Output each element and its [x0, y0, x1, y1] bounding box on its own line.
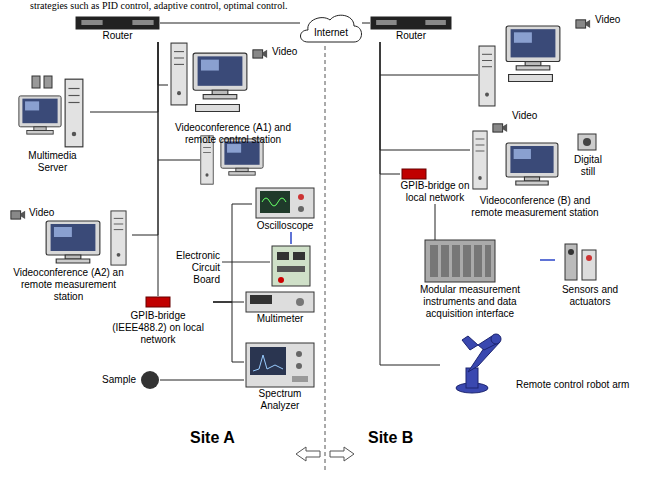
- videoconference-station: Videoconference (B) and remote measureme…: [470, 125, 600, 219]
- monitor-icon: [19, 96, 61, 134]
- node-label: Modular measurement instruments and data…: [400, 284, 540, 320]
- network-branch: [380, 75, 478, 76]
- digital-still-label: Digital still: [566, 154, 610, 178]
- modular-instruments: Modular measurement instruments and data…: [400, 240, 540, 320]
- video-camera: [493, 124, 507, 132]
- monitor-icon: [46, 221, 100, 263]
- videoconference-station: Videoconference (A2) an remote measureme…: [5, 205, 132, 303]
- pc-tower: [171, 43, 187, 105]
- video-camera: [11, 211, 25, 219]
- digital-still-camera: [578, 134, 596, 150]
- node-label: Router: [75, 30, 160, 42]
- speaker-icon: [32, 76, 40, 88]
- monitor-icon: [193, 53, 247, 99]
- video-label: Video: [272, 46, 297, 58]
- video-label: Video: [595, 14, 620, 26]
- pc-tower: [479, 46, 495, 106]
- node-label: Spectrum Analyzer: [244, 388, 316, 412]
- keyboard-icon: [509, 75, 553, 82]
- site-divider: [325, 46, 326, 472]
- multimedia-server: Multimedia Server: [15, 72, 90, 174]
- oscilloscope: Oscilloscope: [252, 188, 318, 232]
- speaker-icon: [44, 76, 52, 88]
- network-link: [435, 204, 436, 240]
- node-label: Router: [370, 30, 452, 42]
- network-link: [380, 42, 400, 174]
- sample-icon: [141, 371, 159, 389]
- pc-tower: [111, 211, 126, 265]
- node-label: Multimeter: [244, 313, 316, 325]
- network-link: [132, 42, 158, 235]
- sensors-actuators: Sensors and actuators: [555, 240, 625, 308]
- router-icon: [371, 17, 452, 30]
- gpib-bridge: GPIB-bridge (IEEE488.2) on local network: [103, 296, 213, 346]
- network-link: [362, 23, 370, 24]
- network-link: [213, 302, 244, 362]
- node-label: GPIB-bridge (IEEE488.2) on local network: [103, 310, 213, 346]
- node-label: Sample: [88, 374, 136, 386]
- keyboard-icon: [196, 105, 240, 112]
- leader-line: [222, 262, 270, 263]
- multimeter-icon: [246, 292, 314, 312]
- node-label: Electronic Circuit Board: [166, 250, 220, 286]
- video-label: Video: [512, 110, 537, 122]
- video-camera: [253, 50, 267, 58]
- robot-arm: Remote control robot arm: [440, 335, 510, 395]
- network-link: [290, 232, 292, 244]
- modular-rack-icon: [425, 240, 495, 282]
- left-arrow: [296, 447, 320, 461]
- gpib-bridge-icon: [402, 169, 426, 179]
- network-link: [380, 42, 470, 150]
- site-label: Site B: [368, 428, 413, 447]
- node-label: GPIB-bridge on local network: [400, 180, 470, 204]
- network-link: [158, 42, 159, 296]
- network-link: [540, 259, 555, 261]
- video-label: Video: [29, 207, 54, 219]
- gpib-bridge-icon: [146, 297, 170, 307]
- monitor-icon: [506, 26, 560, 70]
- network-link: [90, 42, 158, 112]
- network-link: [160, 380, 244, 381]
- sensors-icon: [565, 244, 596, 280]
- internet-cloud: Internet: [300, 14, 362, 42]
- node-label: Videoconference (A1) and remote control …: [168, 122, 298, 146]
- network-link: [158, 42, 168, 85]
- server-tower: [65, 79, 83, 147]
- spectrum-analyzer: Spectrum Analyzer: [244, 342, 316, 412]
- videoconference-station: Videoconference (A1) and remote control …: [168, 40, 298, 146]
- page-text: strategies such as PID control, adaptive…: [30, 0, 287, 12]
- monitor-icon: [506, 143, 558, 185]
- multimeter: Multimeter: [244, 291, 316, 325]
- router: Router: [370, 16, 452, 42]
- node-label: Remote control robot arm: [516, 379, 648, 391]
- router: Router: [75, 16, 160, 42]
- site-label: Site A: [190, 428, 235, 447]
- node-label: Videoconference (A2) an remote measureme…: [5, 267, 132, 303]
- circuit-board-icon: [272, 246, 310, 286]
- spectrum-analyzer-icon: [246, 343, 314, 387]
- circuit-board: Electronic Circuit Board: [270, 244, 312, 288]
- robot-arm-icon: [456, 334, 501, 393]
- router-icon: [76, 17, 160, 30]
- node-label: Multimedia Server: [15, 150, 90, 174]
- sample: Sample: [140, 370, 160, 390]
- video-camera: [576, 20, 590, 28]
- network-branch: [158, 160, 200, 161]
- oscilloscope-icon: [256, 188, 314, 218]
- node-label: Sensors and actuators: [555, 284, 625, 308]
- node-label: Videoconference (B) and remote measureme…: [470, 195, 600, 219]
- pc-tower: [473, 131, 487, 189]
- internet-cloud: [301, 15, 362, 42]
- gpib-bridge: GPIB-bridge on local network: [400, 168, 470, 204]
- right-arrow: [330, 447, 354, 461]
- node-label: Oscilloscope: [252, 220, 318, 232]
- node-label: Internet: [300, 27, 362, 39]
- network-link: [160, 23, 300, 24]
